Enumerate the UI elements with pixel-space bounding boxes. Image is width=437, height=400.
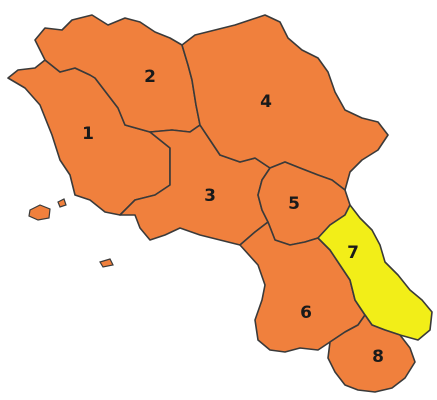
- island-procida: [57, 198, 67, 208]
- region-8[interactable]: [327, 314, 416, 393]
- island-ischia: [28, 204, 51, 221]
- region-label-5: 5: [288, 194, 300, 214]
- region-label-4: 4: [260, 92, 272, 112]
- region-label-6: 6: [300, 303, 312, 323]
- region-label-8: 8: [372, 347, 384, 367]
- region-label-2: 2: [144, 67, 156, 87]
- region-label-7: 7: [347, 243, 359, 263]
- region-label-1: 1: [82, 124, 94, 144]
- region-7[interactable]: [317, 204, 433, 341]
- island-capri: [99, 258, 114, 268]
- region-4[interactable]: [181, 14, 389, 191]
- region-label-3: 3: [204, 186, 216, 206]
